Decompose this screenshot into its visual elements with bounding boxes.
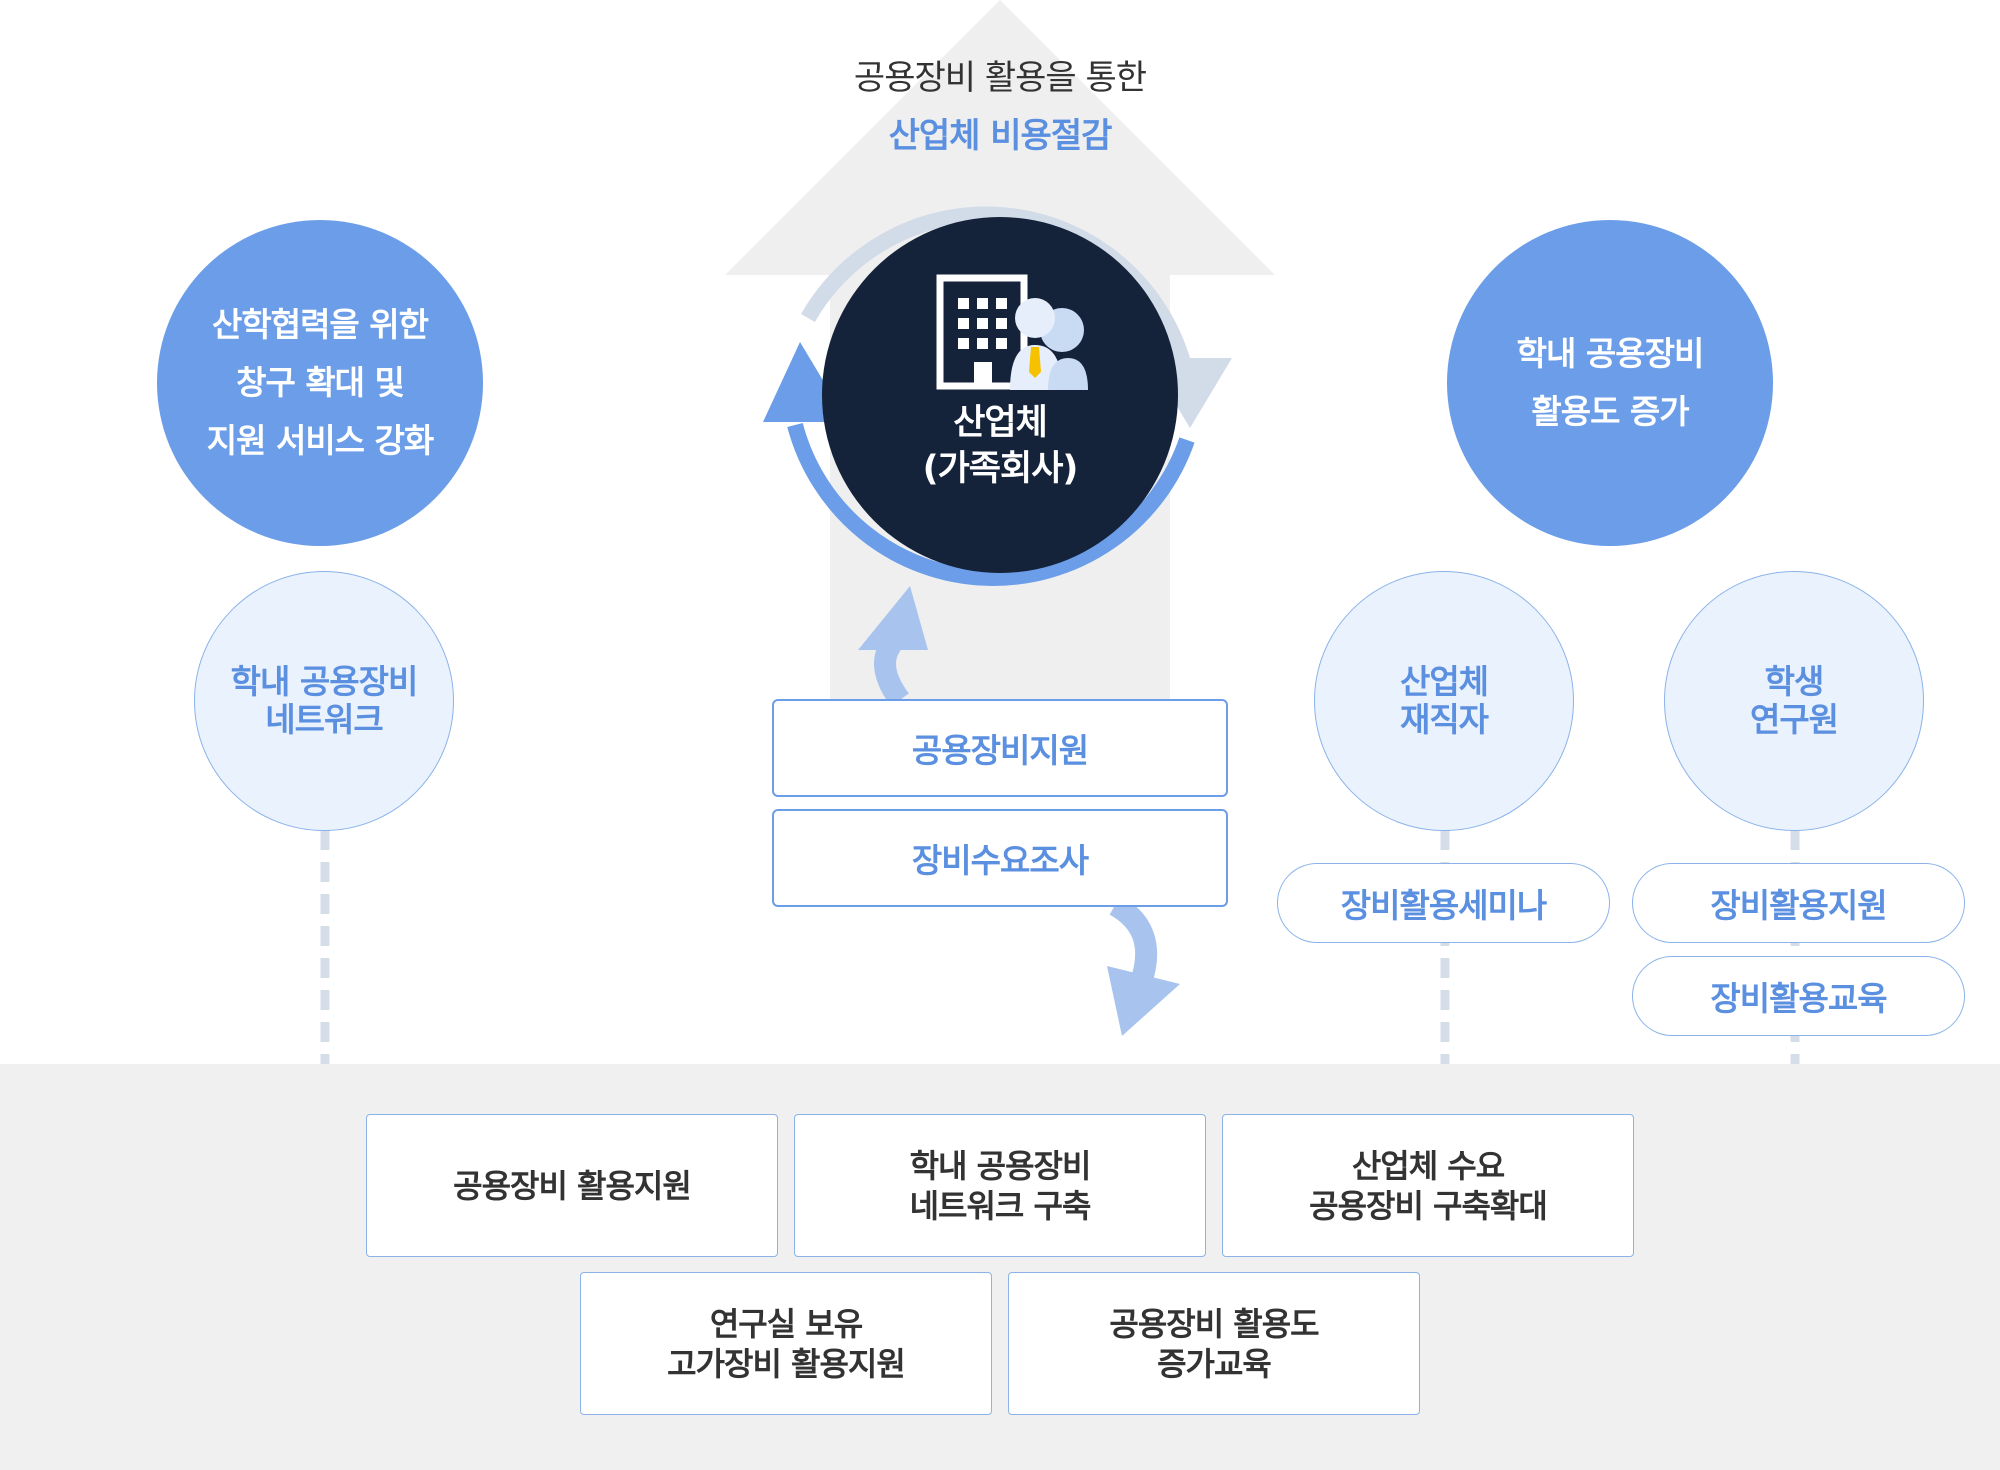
support-pill: 장비활용지원 (1632, 863, 1965, 943)
left-big-circle: 산학협력을 위한 창구 확대 및 지원 서비스 강화 (157, 220, 483, 546)
curved-arrowhead-up (858, 586, 928, 650)
curved-arrowhead-down (1107, 966, 1180, 1036)
right-big-circle: 학내 공용장비 활용도 증가 (1447, 220, 1773, 546)
curved-arrow-down (1109, 895, 1158, 989)
bottom-box-5: 공용장비 활용도 증가교육 (1008, 1272, 1420, 1415)
bottom-box-4: 연구실 보유 고가장비 활용지원 (580, 1272, 992, 1415)
header-line2: 산업체 비용절감 (888, 116, 1113, 156)
mid-small-circle: 산업체 재직자 (1314, 571, 1574, 831)
seminar-pill: 장비활용세미나 (1277, 863, 1610, 943)
header-line1: 공용장비 활용을 통한 (853, 58, 1147, 98)
bottom-box-2: 학내 공용장비 네트워크 구축 (794, 1114, 1206, 1257)
center-circle (822, 217, 1178, 573)
left-small-circle: 학내 공용장비 네트워크 (194, 571, 454, 831)
equipment-survey-box: 장비수요조사 (772, 809, 1228, 907)
cycle-arrow-gray (801, 206, 1193, 372)
cycle-arrow-blue (787, 422, 1195, 586)
equipment-support-box: 공용장비지원 (772, 699, 1228, 797)
right-small-circle: 학생 연구원 (1664, 571, 1924, 831)
education-pill: 장비활용교육 (1632, 956, 1965, 1036)
center-label: 산업체 (가족회사) (922, 403, 1079, 489)
person-icon (1010, 298, 1088, 390)
bottom-box-1: 공용장비 활용지원 (366, 1114, 778, 1257)
bottom-box-3: 산업체 수요 공용장비 구축확대 (1222, 1114, 1634, 1257)
